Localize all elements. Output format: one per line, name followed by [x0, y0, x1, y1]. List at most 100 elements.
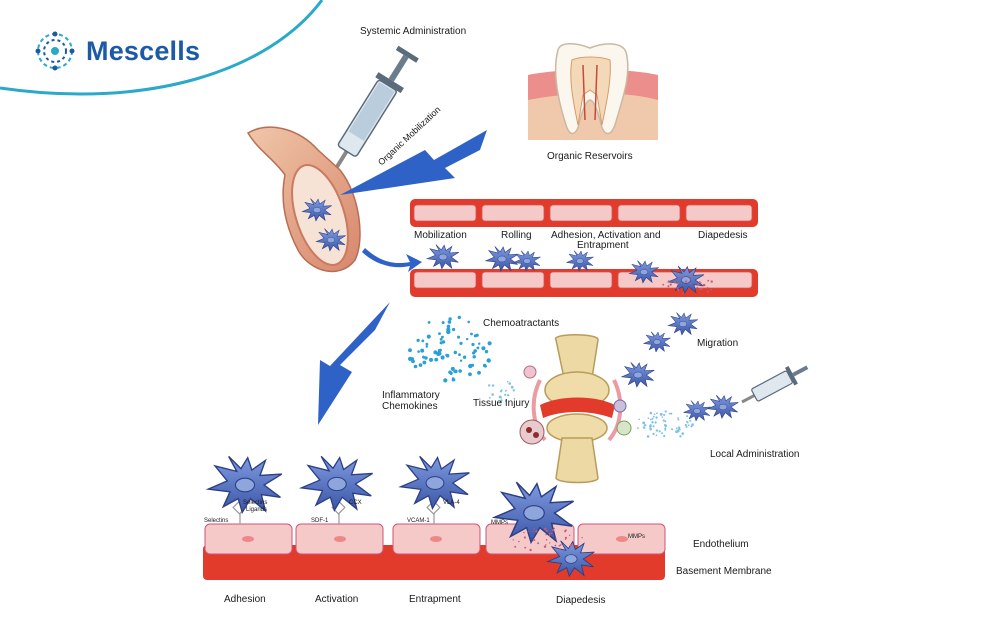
label-mmps-right: MMPs [628, 534, 645, 540]
label-diapedesis-top: Diapedesis [698, 230, 748, 241]
dot [564, 538, 567, 541]
dot [462, 355, 467, 359]
dot [691, 275, 694, 278]
dot [638, 418, 640, 421]
dot [472, 355, 476, 359]
dot [651, 417, 654, 420]
dot [564, 530, 567, 533]
dot [707, 279, 710, 282]
dot [545, 529, 548, 533]
dot [448, 370, 452, 374]
dot [443, 378, 448, 383]
dot [544, 527, 547, 530]
dot [453, 370, 456, 373]
dot [478, 342, 481, 345]
dot [677, 429, 679, 432]
label-rolling: Rolling [501, 230, 532, 241]
dot [559, 544, 562, 546]
dot [411, 359, 415, 364]
dot [559, 548, 561, 550]
dot [447, 320, 452, 324]
dot [524, 546, 527, 549]
dot [667, 285, 670, 288]
dot [682, 292, 685, 294]
label-inflammatory-2: Chemokines [382, 401, 438, 412]
dot [504, 399, 508, 402]
mesh-circle-logo [35, 31, 75, 71]
dot [696, 286, 698, 289]
dot [677, 417, 679, 419]
dot [458, 353, 461, 356]
dot [457, 315, 461, 320]
dot [668, 412, 671, 415]
dot [486, 358, 491, 363]
dot [570, 544, 573, 547]
dot [452, 327, 456, 332]
dot [427, 321, 431, 324]
dot [425, 345, 428, 348]
dot [710, 289, 712, 291]
arrow-organic-mobilization [340, 130, 487, 195]
label-inflammatory-1: Inflammatory [382, 390, 440, 401]
dot [652, 415, 655, 418]
dot [426, 334, 431, 339]
dot [656, 412, 658, 415]
dot [552, 529, 555, 532]
dot [681, 432, 685, 435]
dot [686, 420, 688, 423]
syringe-icon [333, 45, 419, 172]
dot [527, 530, 529, 532]
dot [446, 324, 451, 329]
dot [534, 539, 536, 541]
dot [441, 321, 445, 325]
dot [413, 364, 418, 369]
dot [408, 356, 413, 361]
dot [475, 333, 479, 337]
dot [663, 413, 666, 416]
dot [677, 289, 680, 291]
dot [655, 434, 658, 437]
bottom-vessel [203, 523, 666, 580]
dot [649, 427, 652, 431]
dot [477, 370, 481, 375]
dot [701, 287, 704, 290]
dot [676, 287, 679, 290]
dot [422, 360, 427, 365]
dot [637, 427, 639, 430]
mmp-dots [512, 275, 713, 552]
dot [554, 544, 557, 547]
dot [564, 536, 568, 540]
dot [655, 429, 659, 432]
dot [685, 425, 688, 428]
dot [408, 348, 412, 353]
dot [690, 278, 693, 280]
label-local-administration: Local Administration [710, 449, 800, 460]
dot [662, 419, 665, 422]
dot [652, 425, 655, 428]
label-activation: Activation [315, 594, 359, 605]
dot [654, 421, 657, 424]
dot [421, 339, 425, 343]
dot [533, 528, 535, 530]
dot [458, 369, 462, 373]
dot [691, 423, 694, 426]
dot [468, 372, 472, 377]
dot [697, 283, 700, 286]
dot [457, 335, 461, 339]
label-selectins-ligands-1: Selectins [243, 500, 268, 506]
dot [553, 527, 555, 530]
dot [545, 533, 547, 536]
dot [545, 544, 547, 546]
dot [487, 341, 492, 346]
dot [676, 275, 678, 278]
brand-name: Mescells [86, 36, 201, 66]
dot [558, 545, 561, 547]
dot [684, 423, 688, 427]
dot [422, 355, 425, 359]
dot [438, 332, 441, 335]
dot [470, 332, 473, 336]
dot [434, 357, 439, 362]
dot [448, 317, 452, 321]
label-entrapment: Entrapment [409, 594, 461, 605]
label-selectins-ligands-2: Ligands [246, 507, 268, 513]
